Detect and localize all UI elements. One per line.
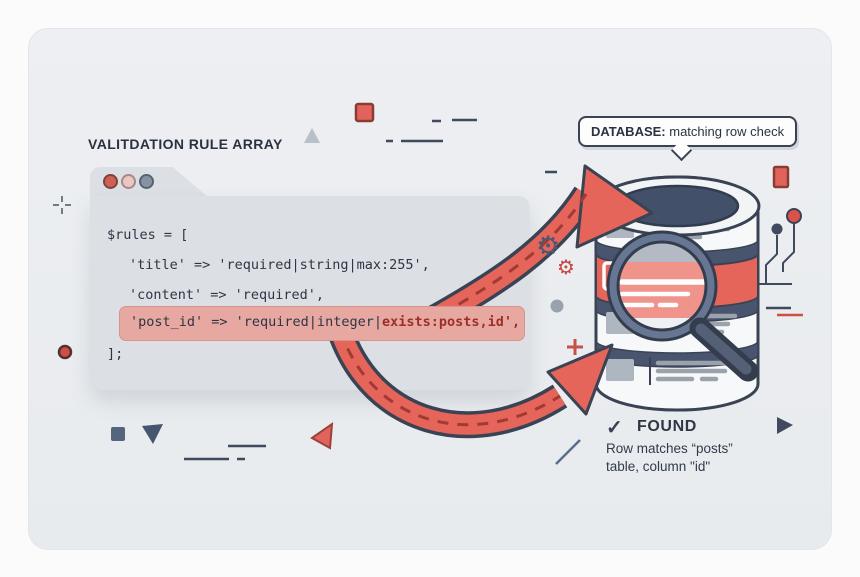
decor-plus-red-icon: [567, 339, 583, 355]
code-highlight-bar: [119, 306, 525, 341]
diagram-title: VALITDATION RULE ARRAY: [88, 136, 283, 152]
bubble-text: matching row check: [665, 124, 785, 139]
decor-square-gray: [111, 427, 125, 441]
decor-circuit-icon: [757, 208, 802, 285]
code-line-5: ];: [107, 346, 124, 362]
decor-square-red: [354, 102, 375, 123]
db-row-3: [606, 357, 738, 385]
window-dot-gray-icon: [139, 174, 154, 189]
decor-dot-gray: [550, 299, 564, 313]
decor-dashes: [184, 118, 791, 461]
code-line-1: $rules = [: [107, 227, 189, 243]
decor-dot-red: [57, 344, 73, 360]
check-icon: ✓: [606, 417, 623, 439]
decor-triangle-gray: [304, 128, 320, 143]
gear-icon: ⚙: [536, 231, 561, 262]
decor-triangle-down: [142, 424, 163, 444]
found-description-line2: table, column "id": [606, 459, 711, 474]
found-title: FOUND: [637, 418, 697, 435]
decor-triangle-right: [777, 417, 793, 434]
code-line-2: 'title' => 'required|string|max:255',: [129, 257, 430, 273]
decor-crosshair-icon: [53, 196, 71, 214]
code-line-4-normal: 'post_id' => 'required|integer|: [130, 314, 382, 330]
found-description-line1: Row matches “posts”: [606, 441, 733, 456]
magnifier-icon: [606, 230, 759, 382]
decor-diagonal-line: [555, 439, 581, 465]
database-callout-bubble: DATABASE: matching row check: [578, 116, 798, 147]
window-dot-pink-icon: [121, 174, 136, 189]
window-dot-red-icon: [103, 174, 118, 189]
decor-rect-red: [772, 165, 790, 189]
bubble-label: DATABASE:: [591, 124, 666, 139]
code-line-3: 'content' => 'required',: [129, 287, 325, 303]
decor-triangle-red: [310, 421, 334, 450]
code-line-4-exists-rule: exists:posts,id',: [381, 314, 521, 330]
gear-small-icon: ⚙: [557, 255, 575, 279]
code-line-4: 'post_id' => 'required|integer|exists:po…: [130, 314, 520, 330]
arrow-bottom: [327, 325, 614, 439]
